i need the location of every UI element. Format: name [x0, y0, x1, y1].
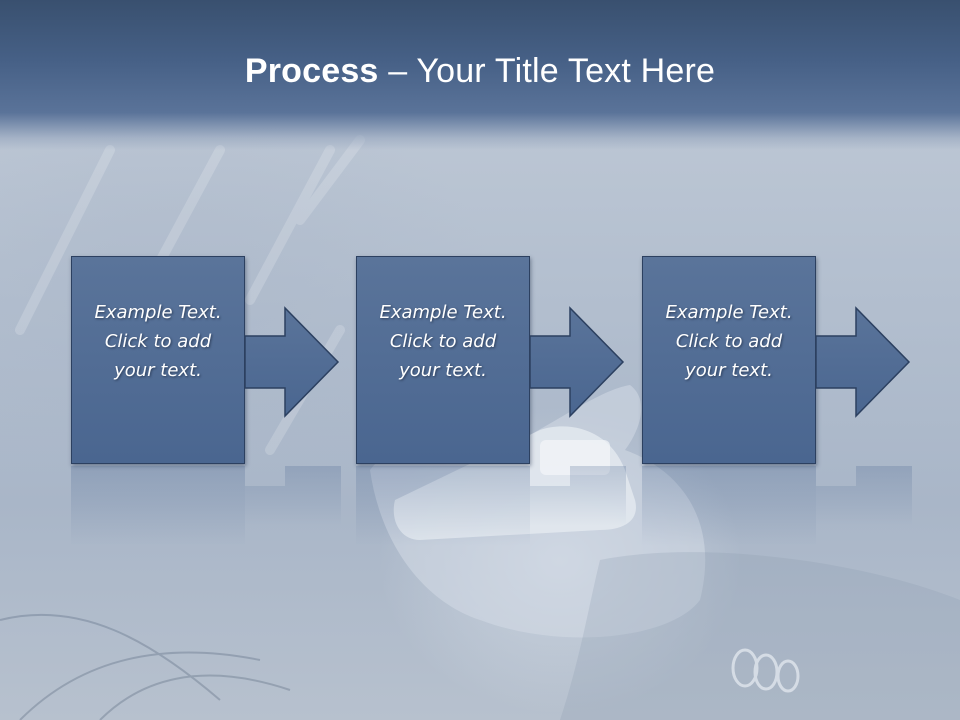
step-arrow-2 [530, 306, 625, 418]
step-arrow-1 [245, 306, 340, 418]
step-text-2: Example Text. Click to add your text. [379, 301, 507, 381]
step-text-1: Example Text. Click to add your text. [94, 301, 222, 381]
step-box-2[interactable]: Example Text. Click to add your text. [356, 256, 530, 464]
title-bar [0, 0, 960, 150]
title-bold: Process [244, 52, 379, 90]
step-arrow-3 [816, 306, 911, 418]
slide-title[interactable]: Process – Your Title Text Here [0, 52, 960, 91]
arrow-reflection-3 [816, 466, 912, 526]
step-reflection-2 [356, 466, 530, 546]
step-box-1[interactable]: Example Text. Click to add your text. [71, 256, 245, 464]
step-reflection-3 [642, 466, 816, 546]
step-text-3: Example Text. Click to add your text. [665, 301, 793, 381]
arrow-reflection-2 [530, 466, 626, 526]
step-box-3[interactable]: Example Text. Click to add your text. [642, 256, 816, 464]
arrow-reflection-1 [245, 466, 341, 526]
title-rest: – Your Title Text Here [378, 52, 716, 90]
step-reflection-1 [71, 466, 245, 546]
